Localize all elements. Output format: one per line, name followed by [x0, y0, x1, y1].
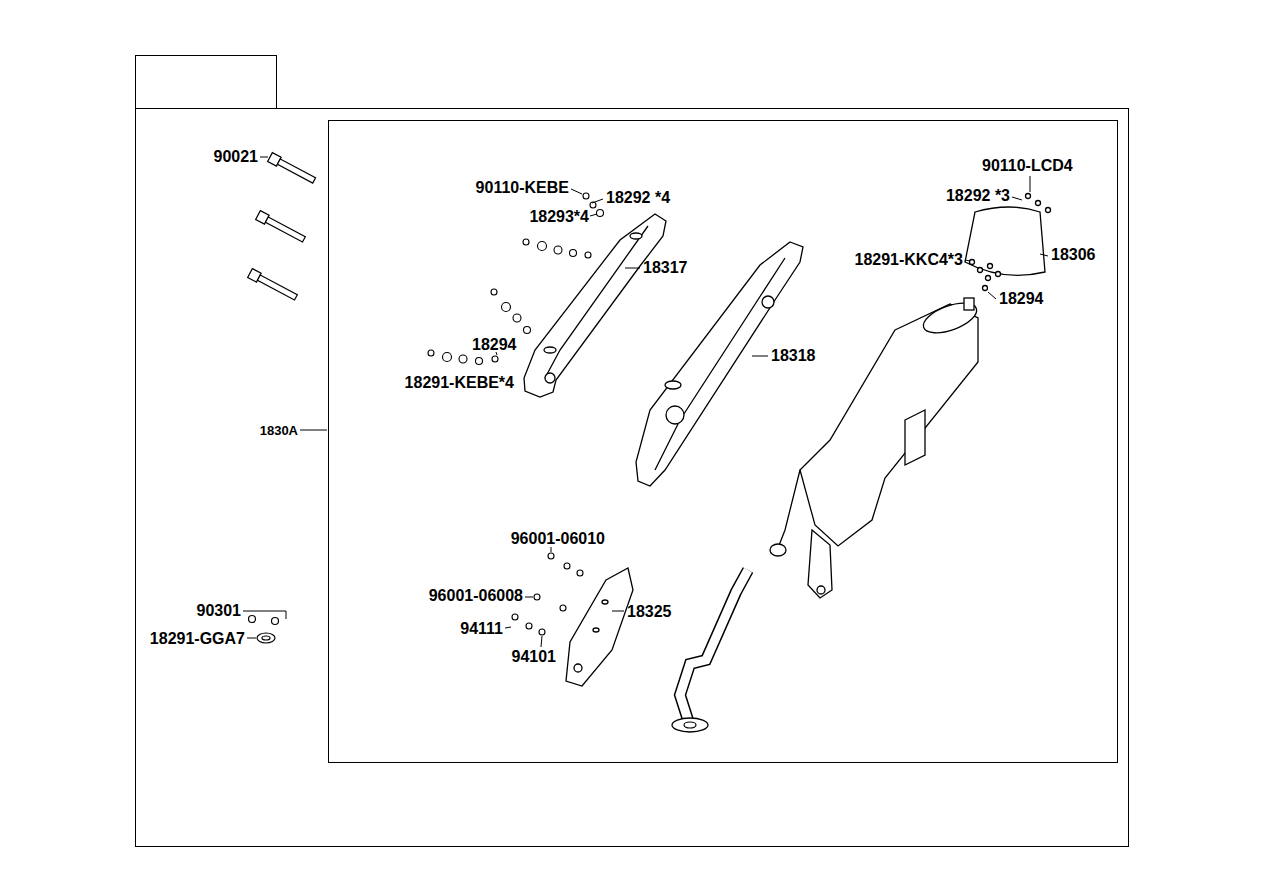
- part-number: 90301: [197, 603, 242, 619]
- part-number: 18306: [1051, 247, 1096, 263]
- part-number: 18291-KEBE*4: [405, 375, 514, 391]
- part-number: 90110-KEBE: [476, 180, 569, 196]
- bolt: [248, 153, 317, 302]
- part-number: 18294: [472, 337, 517, 353]
- exhaust-pipe: [672, 570, 748, 732]
- leader-line: [243, 157, 1048, 647]
- part-number: 96001-06010: [511, 531, 605, 547]
- pipe-shield: [566, 568, 633, 686]
- part-number: 18293*4: [529, 209, 589, 225]
- part-number: 94101: [512, 649, 557, 665]
- end-cap: [965, 194, 1051, 291]
- assembly-number: 1830A: [260, 424, 298, 437]
- part-number: 90110-LCD4: [982, 158, 1073, 174]
- screw: [249, 616, 279, 644]
- part-number: 18294: [999, 291, 1044, 307]
- title-box: [136, 56, 277, 109]
- hardware: [428, 193, 604, 635]
- outer-frame: [136, 109, 1129, 847]
- muffler: [770, 297, 980, 598]
- part-number: 18317: [643, 260, 688, 276]
- part-number: 90021: [214, 149, 259, 165]
- heat-shield: [524, 214, 666, 397]
- inner-frame: [329, 121, 1118, 763]
- part-number: 94111: [460, 621, 503, 637]
- part-number: 18292 *3: [946, 188, 1010, 204]
- part-number: 18318: [771, 348, 816, 364]
- part-number: 18292 *4: [606, 190, 670, 206]
- part-number: 18291-KKC4*3: [854, 252, 963, 268]
- heat-shield: [636, 242, 803, 486]
- part-number: 96001-06008: [429, 588, 523, 604]
- part-number: 18291-GGA7: [150, 631, 245, 647]
- part-number: 18325: [627, 604, 672, 620]
